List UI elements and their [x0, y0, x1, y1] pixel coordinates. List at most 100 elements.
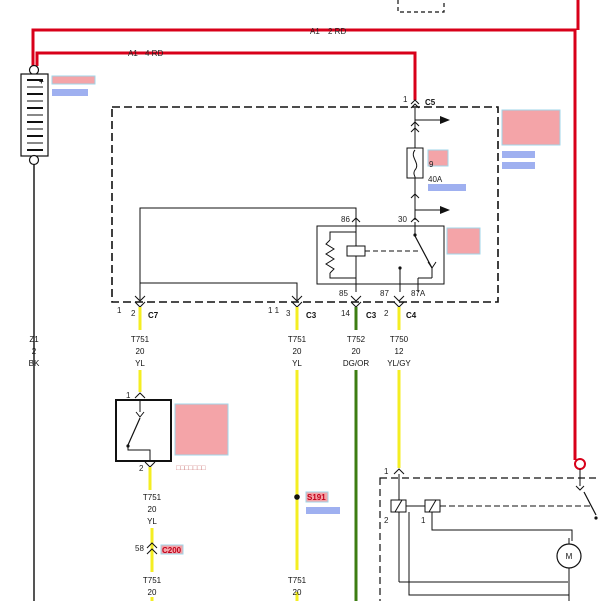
fuse-label-blue: [428, 184, 466, 191]
wire-t751-low-color: YL: [147, 517, 157, 526]
switch-caption-placeholder: □□□□□□□: [176, 465, 206, 472]
wire-t751-c3-circuit: T751: [288, 335, 307, 344]
switch-box: [115, 399, 172, 462]
fuse-label-pink: [427, 149, 449, 167]
wire-a1-2rd: [31, 28, 577, 460]
relay-coil-bottom: [329, 273, 356, 279]
relay-87a-contact: [427, 261, 437, 269]
motor-breaker-contact: [575, 485, 585, 491]
connector-c3-left-name: C3: [306, 311, 317, 320]
wire-t752-size: 20: [352, 347, 361, 356]
wire-t751-bottom-circuit: T751: [143, 576, 162, 585]
connector-c5-pin: 1: [403, 95, 408, 104]
wire-t751-s191-circuit: T751: [288, 576, 307, 585]
connector-c3-right-name: C3: [366, 311, 377, 320]
wire-t750-color: YL/GY: [387, 359, 411, 368]
relay-pin-87a: 87A: [411, 289, 426, 298]
switch-bottom-terminal: [144, 461, 156, 468]
connector-c3-left-pin-left: 1 1: [268, 306, 280, 315]
motor-breaker-pivot: [594, 516, 598, 520]
fuse-bottom-terminal: [410, 193, 420, 199]
relay-switch-arm: [414, 235, 433, 269]
module-label-blue-1: [502, 151, 535, 158]
motor-pin-1-top: 1: [384, 467, 389, 476]
module-label-pink: [501, 109, 561, 146]
relay-pin-86: 86: [341, 215, 350, 224]
wire-t751-c7-size: 20: [136, 347, 145, 356]
battery-label-blue: [52, 89, 88, 96]
splice-s191-label-pink: [305, 491, 329, 503]
module-label-blue-2: [502, 162, 535, 169]
wire-z1-color: BK: [29, 359, 40, 368]
connector-c3-left-pin: 3: [286, 309, 291, 318]
switch-pin-bottom: 2: [139, 464, 144, 473]
fuse-40a: [406, 147, 424, 179]
wire-a1-4rd-size: 4 RD: [145, 49, 163, 58]
battery-plus-sign: +: [39, 77, 44, 86]
wire-t750-circuit: T750: [390, 335, 409, 344]
relay-box: [316, 225, 445, 285]
connector-c200-label-pink: [160, 544, 184, 555]
relay-pivot: [413, 233, 417, 237]
motor-feed-wire: [431, 512, 573, 541]
wire-t752-color: DG/OR: [343, 359, 369, 368]
wire-z1-size: 2: [32, 347, 37, 356]
wire-t751-c7-color: YL: [135, 359, 145, 368]
relay-pin-30: 30: [398, 215, 407, 224]
connector-c3-right-pin: 14: [341, 309, 350, 318]
battery: [20, 64, 49, 166]
switch-arm: [127, 417, 141, 446]
motor-component-outline: [379, 477, 600, 601]
connector-c200-name: C200: [162, 546, 182, 555]
wire-t750-size: 12: [395, 347, 404, 356]
relay-30-terminal: [410, 217, 420, 223]
wire-a1-4rd: [35, 51, 417, 100]
wire-a1-2rd-circuit: A1: [310, 27, 320, 36]
relay-diode-resistor: [325, 239, 335, 274]
wire-a1-4rd-circuit: A1: [128, 49, 138, 58]
connector-c4-pin: 2: [384, 309, 389, 318]
motor-pin-1-right: 1: [421, 516, 426, 525]
wire-t751-low-size: 20: [148, 505, 157, 514]
wire-a1-2rd-size: 2 RD: [328, 27, 346, 36]
relay-coil: [346, 245, 366, 257]
motor-return-wire: [408, 512, 569, 596]
switch-contact: [135, 411, 145, 418]
motor-label: M: [566, 552, 573, 561]
switch-top-terminal: [134, 392, 146, 399]
output-arrow-top: [440, 116, 450, 124]
wire-t751-c3-size: 20: [293, 347, 302, 356]
motor-top-terminal: [393, 468, 405, 475]
relay-label-pink: [446, 227, 481, 255]
wire-t752-circuit: T752: [347, 335, 366, 344]
connector-c7-pin: 2: [131, 309, 136, 318]
relay-pin-87: 87: [380, 289, 389, 298]
relay-87-contact: [398, 266, 402, 270]
fuse-rating: 40A: [428, 175, 443, 184]
fuse-element: [412, 149, 418, 179]
relay-pin-85: 85: [339, 289, 348, 298]
wire-t751-c3-color: YL: [292, 359, 302, 368]
motor-coil-right-diag: [428, 499, 437, 513]
connector-c200-symbol: [146, 542, 158, 555]
connector-c5-name: C5: [425, 98, 436, 107]
wire-c7-to-c3: [140, 282, 298, 300]
connector-c4-name: C4: [406, 311, 417, 320]
splice-s191-label-blue: [306, 507, 340, 514]
fuse-number: 9: [429, 160, 434, 169]
motor-red-terminal: [574, 458, 586, 470]
wire-t751-s191-size: 20: [293, 588, 302, 597]
wire-relay86-to-c7: [139, 207, 357, 300]
connector-c7-name: C7: [148, 311, 159, 320]
connector-c7-pin-left: 1: [117, 306, 122, 315]
wire-t751-bottom-size: 20: [148, 588, 157, 597]
motor-breaker-arm: [583, 491, 597, 516]
switch-pin-top: 1: [126, 391, 131, 400]
motor-coil-left-diag: [394, 499, 403, 513]
fuse-top-terminal: [410, 121, 420, 133]
relay-coil-top: [329, 231, 356, 240]
wire-z1-circuit: Z1: [29, 335, 39, 344]
connector-c200-pin: 58: [135, 544, 144, 553]
motor-pin-2: 2: [384, 516, 389, 525]
